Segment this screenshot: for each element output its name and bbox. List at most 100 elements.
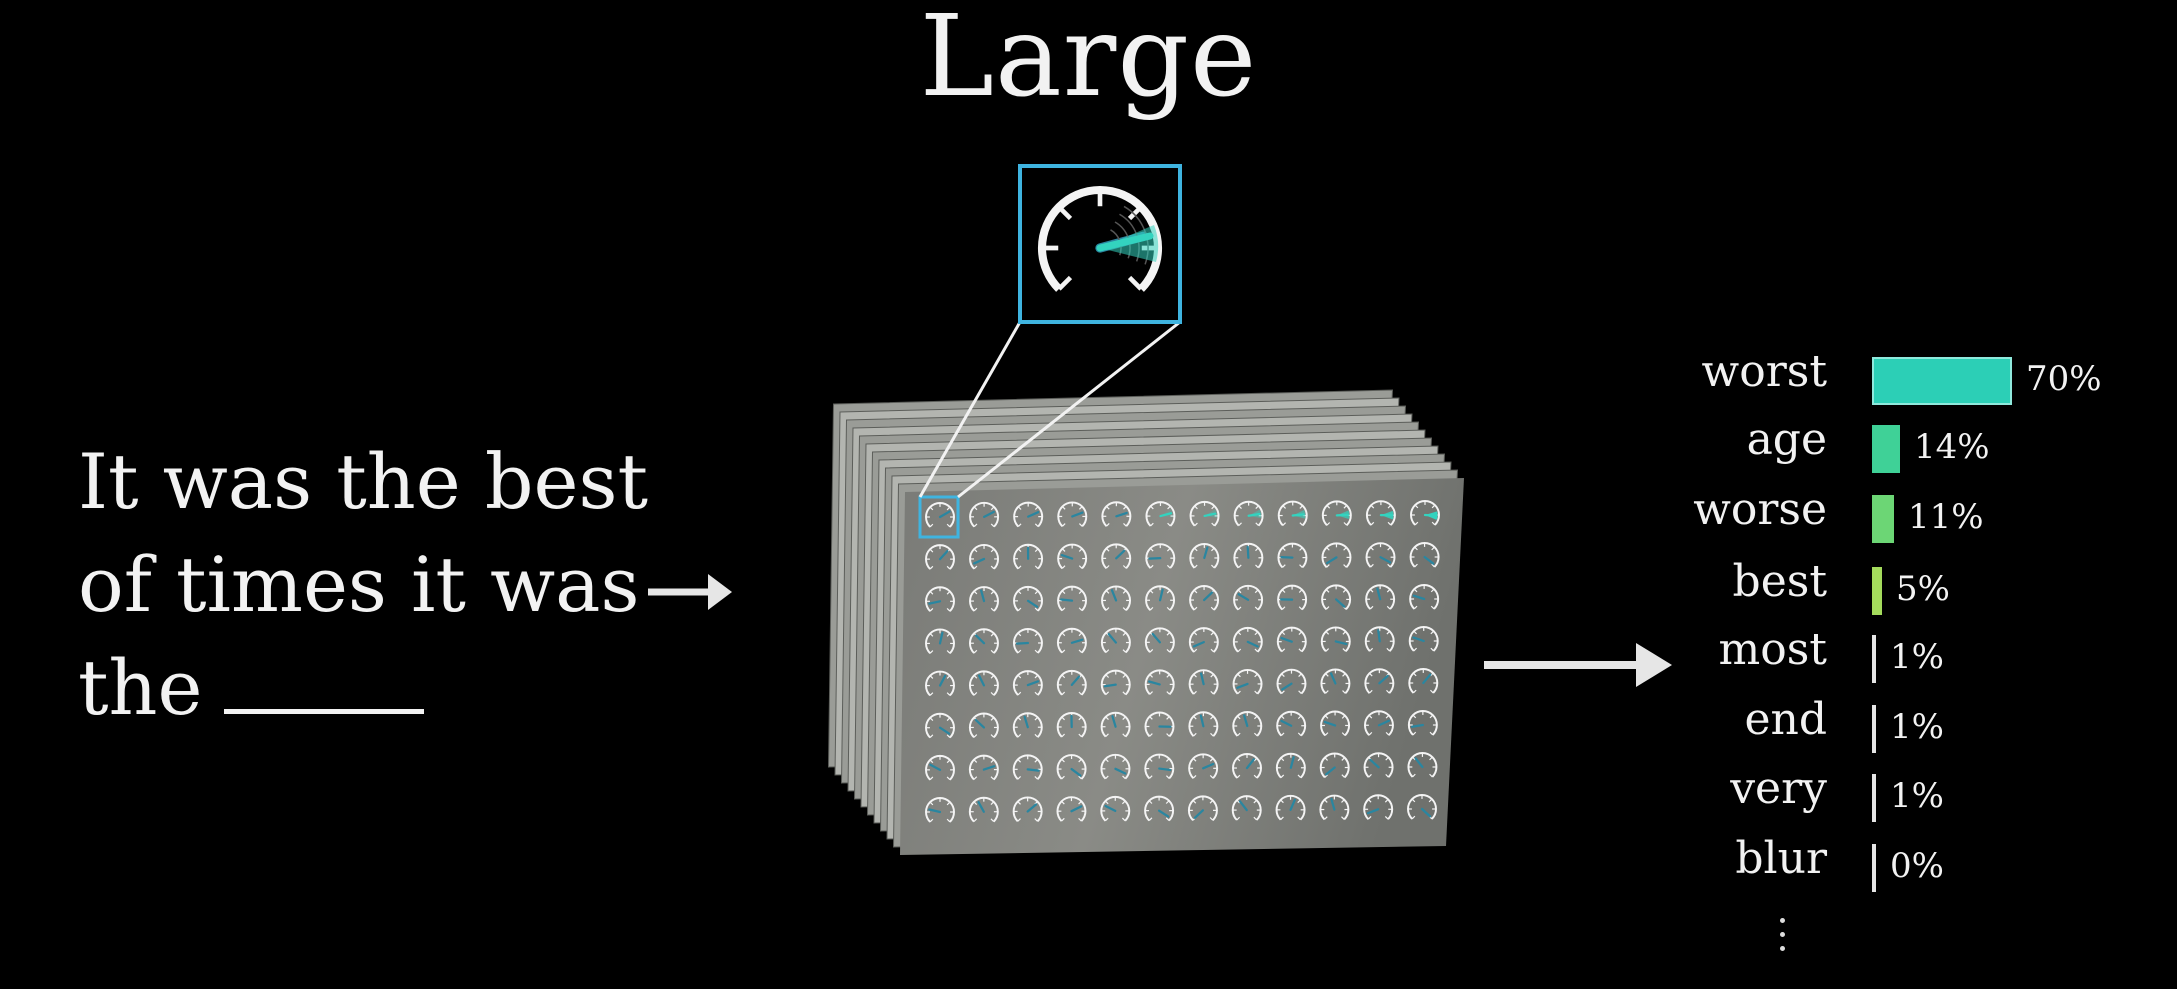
dial-icon [925,586,955,612]
probability-bar [1872,567,1882,615]
dial-grid [925,500,1440,823]
dial-icon [1188,711,1219,737]
dial-icon [1057,543,1088,570]
prompt-line-1: It was the best [78,437,649,526]
output-arrow [1484,643,1672,687]
dial-icon [1144,795,1175,822]
dial-icon [1320,626,1351,653]
dial-icon [1100,711,1131,738]
dial-icon [1365,542,1396,568]
dial-icon [1408,626,1439,652]
dial-icon [1145,543,1176,569]
dial-icon [1012,712,1043,738]
dial-icon [1100,627,1131,654]
dial-icon [925,670,955,697]
dial-icon [968,796,999,823]
probability-bar [1872,495,1894,543]
dial-icon [1233,584,1264,611]
dial-icon [1057,501,1088,528]
dial-icon [969,543,999,570]
dial-icon [925,797,955,823]
dial-icon [1320,668,1351,695]
probability-bar [1872,425,1900,473]
dial-icon [1100,669,1131,696]
probability-bar [1872,635,1876,683]
dial-icon [1407,752,1438,778]
dial-icon [1363,752,1394,778]
category-label: very [1730,763,1827,814]
dial-icon [969,586,999,612]
dial-icon [1365,500,1396,526]
dial-icon [1233,542,1264,569]
dial-icon [1012,796,1043,823]
dial-icon [1188,627,1219,653]
zoomed-dial-icon [1037,185,1163,292]
dial-icon [1056,669,1087,696]
dial-icon [1013,543,1044,570]
dial-icon [1365,584,1396,610]
more-items-ellipsis [1780,918,1785,960]
dial-icon [1276,668,1307,695]
page-title: Large [919,0,1258,122]
dial-icon [1321,584,1352,611]
dial-icon [1321,542,1352,568]
dial-icon [925,712,955,739]
probability-bar [1872,705,1876,753]
dial-icon [1277,500,1308,527]
dial-icon [1277,542,1308,569]
dial-icon [925,502,955,528]
dial-icon [1277,584,1308,611]
input-arrow [648,574,732,610]
dial-icon [1276,710,1307,737]
dial-icon [968,754,999,781]
probability-label: 70% [2026,359,2102,399]
dial-icon [1233,500,1264,527]
dial-icon [1144,753,1175,780]
category-label: best [1732,556,1827,607]
prompt-line-3: the [78,636,648,739]
dial-icon [969,628,999,654]
prompt-line-3-text: the [78,643,203,732]
zoom-line-left [918,321,1022,498]
category-label: worst [1701,346,1827,397]
blank-line [224,639,425,714]
dial-icon [1275,794,1306,821]
dial-icon [1320,710,1351,737]
category-label: most [1718,624,1827,675]
dial-icon [925,754,955,781]
dial-icon [1101,543,1132,569]
dial-icon [1188,669,1219,695]
dial-icon [1319,794,1350,821]
dial-icon [1231,795,1262,821]
dial-icon [1409,542,1440,568]
dial-icon [1409,584,1440,610]
prompt-text: It was the best of times it was the [78,430,648,739]
probability-label: 1% [1890,776,1944,816]
dial-icon [969,501,1000,528]
dial-icon [1189,543,1220,569]
dial-icon [1013,585,1043,612]
dial-icon [1144,711,1175,738]
dial-icon [1276,626,1307,653]
dial-icon [1410,500,1440,526]
probability-label: 11% [1908,497,1984,537]
dial-icon [1363,794,1394,820]
dial-icon [1275,752,1306,779]
dial-icon [1232,668,1263,695]
category-label: worse [1693,484,1827,535]
dial-icon [1364,710,1394,736]
probability-bar [1872,774,1876,822]
dial-icon [925,544,955,570]
dial-icon [1013,628,1043,654]
zoom-line-right [957,320,1181,499]
dial-icon [1144,669,1175,695]
selected-dial-highlight [918,495,960,539]
probability-label: 5% [1896,569,1950,609]
dial-icon [1187,795,1218,821]
dial-icon [1056,754,1087,780]
prompt-line-2: of times it was [78,540,640,629]
dial-icon [1145,585,1176,611]
probability-label: 14% [1914,427,1990,467]
dial-icon [1232,626,1263,653]
